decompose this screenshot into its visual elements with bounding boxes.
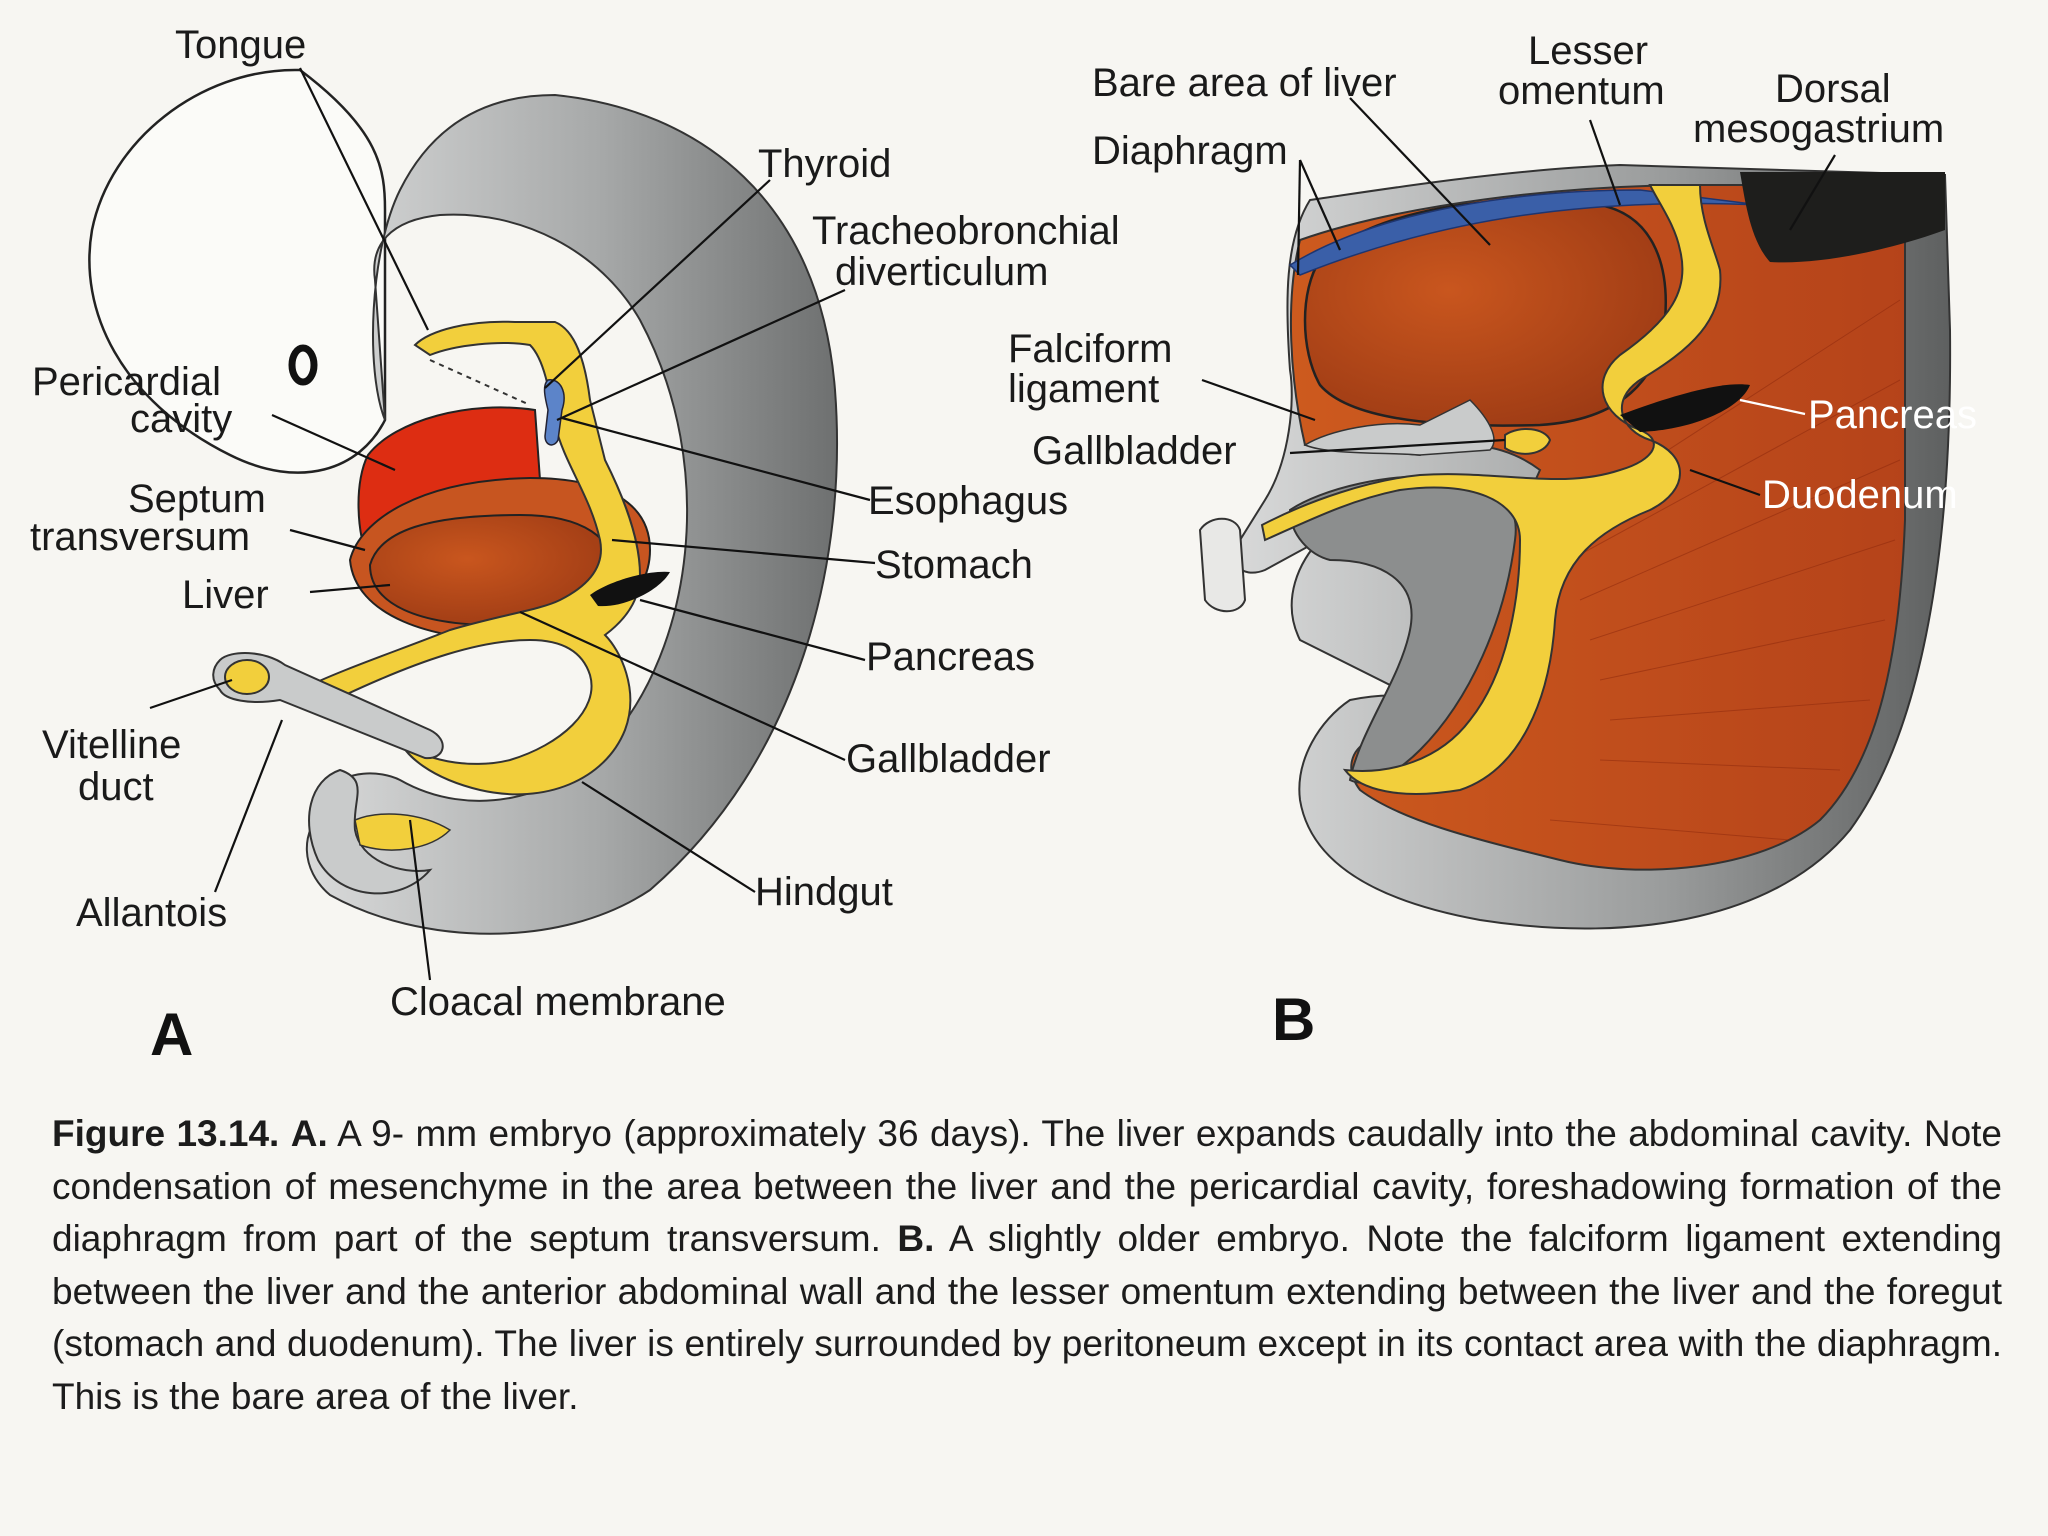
embryo-figure: Tongue Thyroid Tracheobronchial divertic…	[30, 23, 1977, 1068]
label-lesser-2: omentum	[1498, 69, 1665, 113]
label-thyroid: Thyroid	[758, 142, 891, 186]
label-bare-area: Bare area of liver	[1092, 61, 1397, 105]
vitelline-opening	[224, 659, 270, 695]
label-falciform-2: ligament	[1008, 367, 1159, 411]
label-dorsal-1: Dorsal	[1775, 67, 1891, 111]
panel-a-drawing	[88, 68, 838, 935]
label-pericardial-1: Pericardial	[32, 360, 221, 404]
label-dorsal-2: mesogastrium	[1693, 107, 1944, 151]
caption-text-b: A slightly older embryo. Note the falcif…	[52, 1218, 2002, 1417]
label-pancreas-a: Pancreas	[866, 635, 1035, 679]
label-pericardial-2: cavity	[130, 397, 232, 441]
panel-letter-a: A	[150, 1001, 193, 1068]
panel-a-leaders	[149, 67, 876, 981]
panel-b-leaders	[1201, 97, 1836, 497]
label-septum-1: Septum	[128, 477, 266, 521]
label-esophagus: Esophagus	[868, 479, 1068, 523]
pharynx-line	[429, 359, 531, 406]
body-wall-a	[305, 93, 838, 935]
caption-text-a: A 9- mm embryo (approximately 36 days). …	[52, 1113, 2003, 1259]
pancreas-shape-b	[1620, 384, 1750, 432]
caption-part-a: A.	[290, 1113, 328, 1154]
tracheobronchial-shape	[543, 379, 565, 446]
gut-tube-a	[298, 320, 642, 796]
cloaca-fill	[354, 813, 452, 851]
falciform-shape	[1303, 399, 1495, 456]
gallbladder-shape-b	[1504, 428, 1552, 455]
label-pancreas-b: Pancreas	[1808, 393, 1977, 437]
label-tracheobronchial-1: Tracheobronchial	[812, 209, 1120, 253]
label-hindgut: Hindgut	[755, 870, 893, 914]
caption-figure-id: Figure 13.14.	[52, 1113, 280, 1154]
panel-b-drawing	[1198, 163, 1952, 930]
pancreas-shape-a	[590, 571, 670, 607]
label-gallbladder-a: Gallbladder	[846, 737, 1051, 781]
label-septum-2: transversum	[30, 515, 250, 559]
label-falciform-1: Falciform	[1008, 327, 1172, 371]
gut-tube-b	[1260, 184, 1722, 795]
dorsal-mesogastrium-shape	[1740, 172, 1945, 263]
label-tongue: Tongue	[175, 23, 306, 67]
label-cloacal-membrane: Cloacal membrane	[390, 980, 726, 1024]
caption-part-b: B.	[897, 1218, 935, 1259]
mesoderm-striations	[1549, 299, 1901, 841]
label-liver-a: Liver	[182, 573, 269, 617]
label-tracheobronchial-2: diverticulum	[835, 250, 1048, 294]
panel-letter-b: B	[1272, 986, 1315, 1053]
label-lesser-1: Lesser	[1528, 29, 1648, 73]
label-allantois: Allantois	[76, 891, 227, 935]
label-vitelline-2: duct	[78, 765, 154, 809]
tail-fold-a	[308, 768, 433, 895]
figure-caption: Figure 13.14. A. A 9- mm embryo (approxi…	[52, 1108, 2002, 1423]
otic-vesicle	[288, 344, 318, 386]
label-gallbladder-b: Gallbladder	[1032, 429, 1237, 473]
vitelline-opening-b	[1198, 517, 1247, 613]
panel-a-labels: Tongue Thyroid Tracheobronchial divertic…	[30, 23, 1120, 1068]
label-diaphragm: Diaphragm	[1092, 129, 1288, 173]
label-stomach: Stomach	[875, 543, 1033, 587]
vitelline-stalk	[212, 652, 444, 760]
panel-b-labels: Lesser omentum Bare area of liver Dorsal…	[1008, 29, 1977, 1053]
label-vitelline-1: Vitelline	[42, 723, 181, 767]
label-duodenum: Duodenum	[1762, 473, 1958, 517]
